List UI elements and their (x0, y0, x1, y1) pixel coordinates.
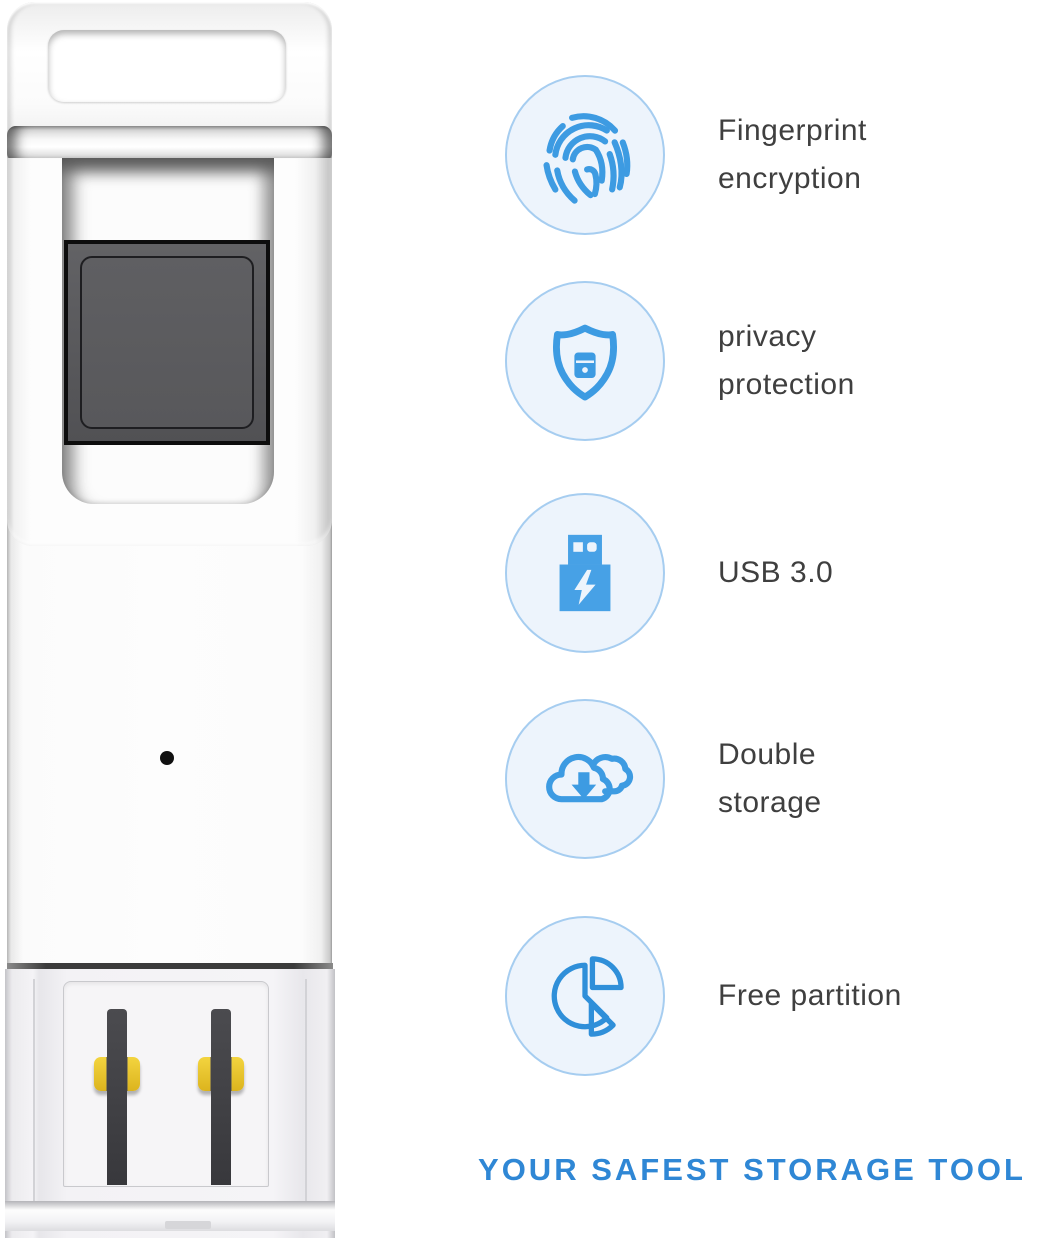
usb-pin (211, 1009, 231, 1185)
feature-row: Free partition (505, 916, 902, 1076)
fingerprint-sensor-pad (80, 256, 254, 429)
connector-base-notch (165, 1221, 211, 1229)
pie-chart-icon (505, 916, 665, 1076)
keyring-hole (48, 30, 286, 102)
fingerprint-sensor (64, 240, 270, 445)
usb-plug-icon (505, 493, 665, 653)
connector-base (5, 1201, 335, 1231)
connector-edge-line (305, 979, 307, 1211)
shield-lock-icon (505, 281, 665, 441)
clip-hinge (7, 126, 332, 162)
feature-label: privacy protection (718, 320, 855, 401)
usb-connector (5, 969, 335, 1238)
feature-row: USB 3.0 (505, 493, 833, 653)
feature-row: Fingerprint encryption (505, 75, 867, 235)
feature-label: Free partition (718, 979, 902, 1012)
feature-row: Double storage (505, 699, 822, 859)
feature-label: USB 3.0 (718, 556, 834, 589)
usb-pin (107, 1009, 127, 1185)
tagline: YOUR SAFEST STORAGE TOOL (478, 1152, 1026, 1187)
keyring-clip (7, 2, 332, 148)
cloud-download-icon (505, 699, 665, 859)
usb-flash-drive (0, 0, 340, 1238)
feature-row: privacy protection (505, 281, 855, 441)
fingerprint-icon (505, 75, 665, 235)
led-indicator (160, 751, 174, 765)
connector-edge-line (33, 979, 35, 1211)
body-connector-seam (7, 963, 333, 969)
feature-label: Fingerprint encryption (718, 114, 867, 195)
feature-label: Double storage (718, 738, 822, 819)
